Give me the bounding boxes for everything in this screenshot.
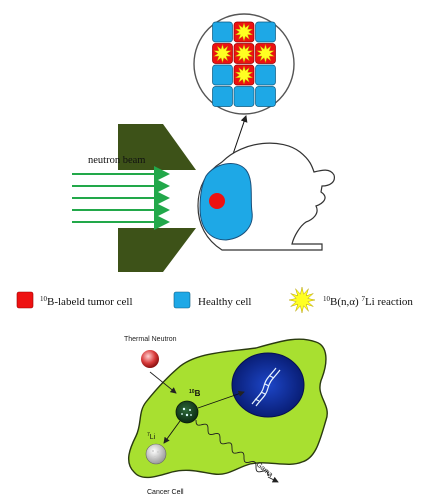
gamma-wave [195,419,269,477]
cancer-cell-diagram: Thermal Neutron 10B 7Li Gama Cancer Cell [124,336,328,496]
brain-region [199,162,253,241]
neutron-arrow [149,371,177,394]
cancer-cell-label: Cancer Cell [147,489,184,496]
lithium-label: 7Li [147,432,156,441]
reaction-burst-shape [288,286,316,314]
collimator-bottom [118,228,196,272]
reaction-burst-icon [256,43,275,64]
legend-item-healthy: Healthy cell [198,296,251,308]
reaction-burst-icon [234,43,254,64]
cell-grid [212,21,276,107]
reaction-burst-icon [288,286,316,314]
healthy-cell [233,86,255,107]
healthy-cell [255,21,276,43]
healthy-cell [212,86,233,107]
healthy-cell [212,21,233,43]
lithium-arrow [163,420,181,444]
legend: 10B-labeld tumor cell Healthy cell 10B(n… [16,286,413,314]
collimator-top [118,124,196,170]
reaction-burst-icon [234,22,254,42]
thermal-neutron-label: Thermal Neutron [124,336,177,343]
tumor-in-head [209,193,225,209]
beam-label: neutron beam [88,155,145,166]
alpha-particle-arrow [197,390,245,409]
dna-helix-icon [251,367,281,407]
tumor-legend-icon [16,291,34,309]
lithium-atom [145,443,167,465]
legend-item-reaction: 10B(n,α) 7Li reaction [323,295,413,308]
reaction-burst-icon [234,65,254,85]
healthy-cell [255,86,276,107]
thermal-neutron-ball [141,350,159,368]
magnified-cell-view [193,13,295,115]
healthy-cell [255,64,276,86]
gamma-arrow [267,476,279,483]
neutron-beam-arrows [72,166,170,230]
boron-sparkle-icon [181,407,192,417]
boron-label: 10B [189,389,201,398]
boron-atom [175,400,199,424]
lithium-sparkle-icon [152,450,159,458]
healthy-cell [212,64,233,86]
legend-item-tumor: 10B-labeld tumor cell [40,295,133,308]
reaction-burst-icon [213,43,232,64]
healthy-legend-icon [173,291,191,309]
